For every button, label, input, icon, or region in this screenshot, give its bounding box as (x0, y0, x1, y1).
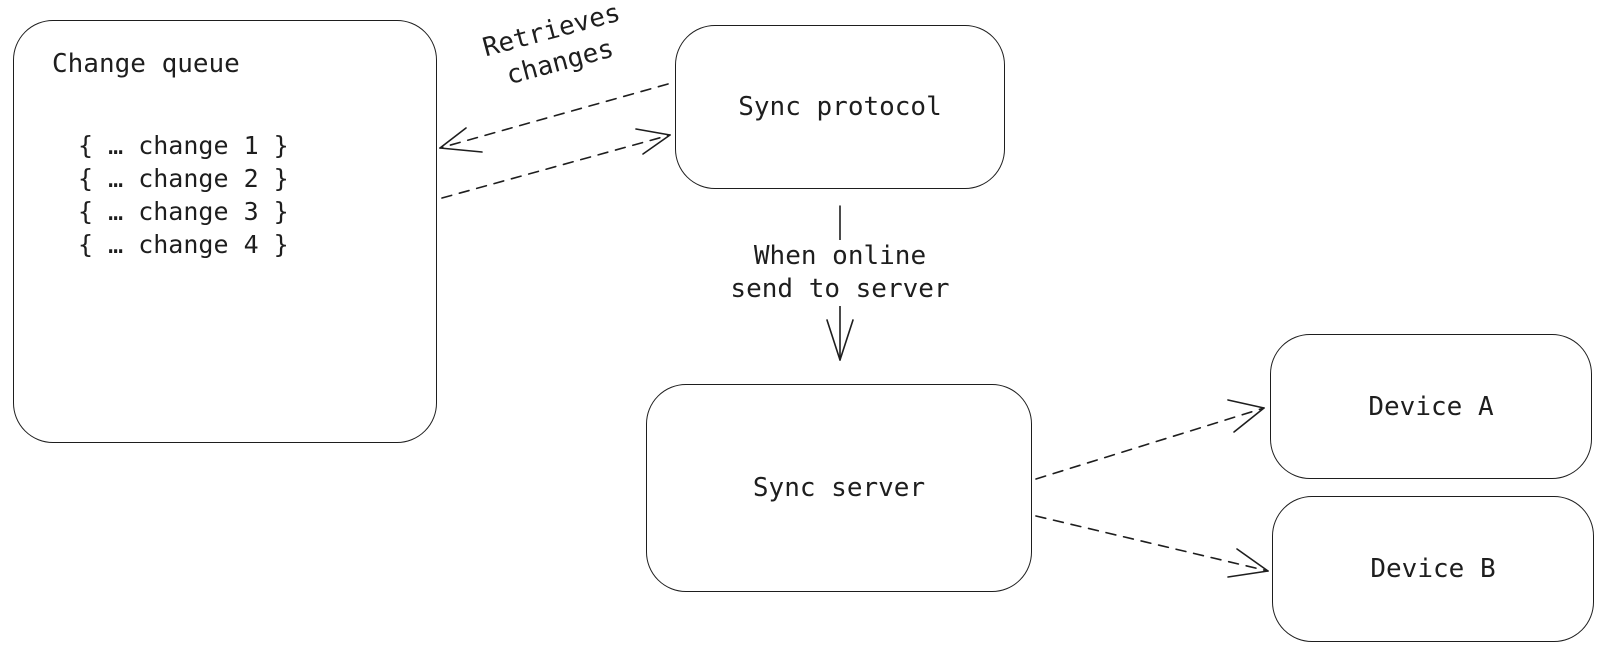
arrow-server-to-device-b (1035, 515, 1269, 578)
change-queue-list: { … change 1 } { … change 2 } { … change… (78, 129, 289, 261)
change-queue-item: { … change 3 } (78, 197, 289, 226)
change-queue-box: Change queue { … change 1 } { … change 2… (13, 20, 437, 443)
device-b-title: Device B (1370, 554, 1496, 584)
when-online-label: When online send to server (722, 240, 958, 306)
device-b-box: Device B (1272, 496, 1594, 642)
change-queue-item: { … change 1 } (78, 131, 289, 160)
change-queue-item: { … change 4 } (78, 230, 289, 259)
change-queue-item: { … change 2 } (78, 164, 289, 193)
sync-server-box: Sync server (646, 384, 1032, 592)
online-label-line1: When online (753, 241, 927, 271)
sync-server-title: Sync server (752, 473, 926, 503)
sync-protocol-title: Sync protocol (738, 92, 942, 122)
online-label-line2: send to server (730, 274, 950, 304)
sync-protocol-box: Sync protocol (675, 25, 1005, 189)
arrow-server-to-device-a (1035, 399, 1265, 480)
device-a-box: Device A (1270, 334, 1592, 479)
device-a-title: Device A (1368, 391, 1494, 422)
change-queue-title: Change queue (52, 49, 240, 79)
arrow-queue-to-protocol (441, 128, 671, 199)
arrow-protocol-to-queue (439, 83, 669, 153)
